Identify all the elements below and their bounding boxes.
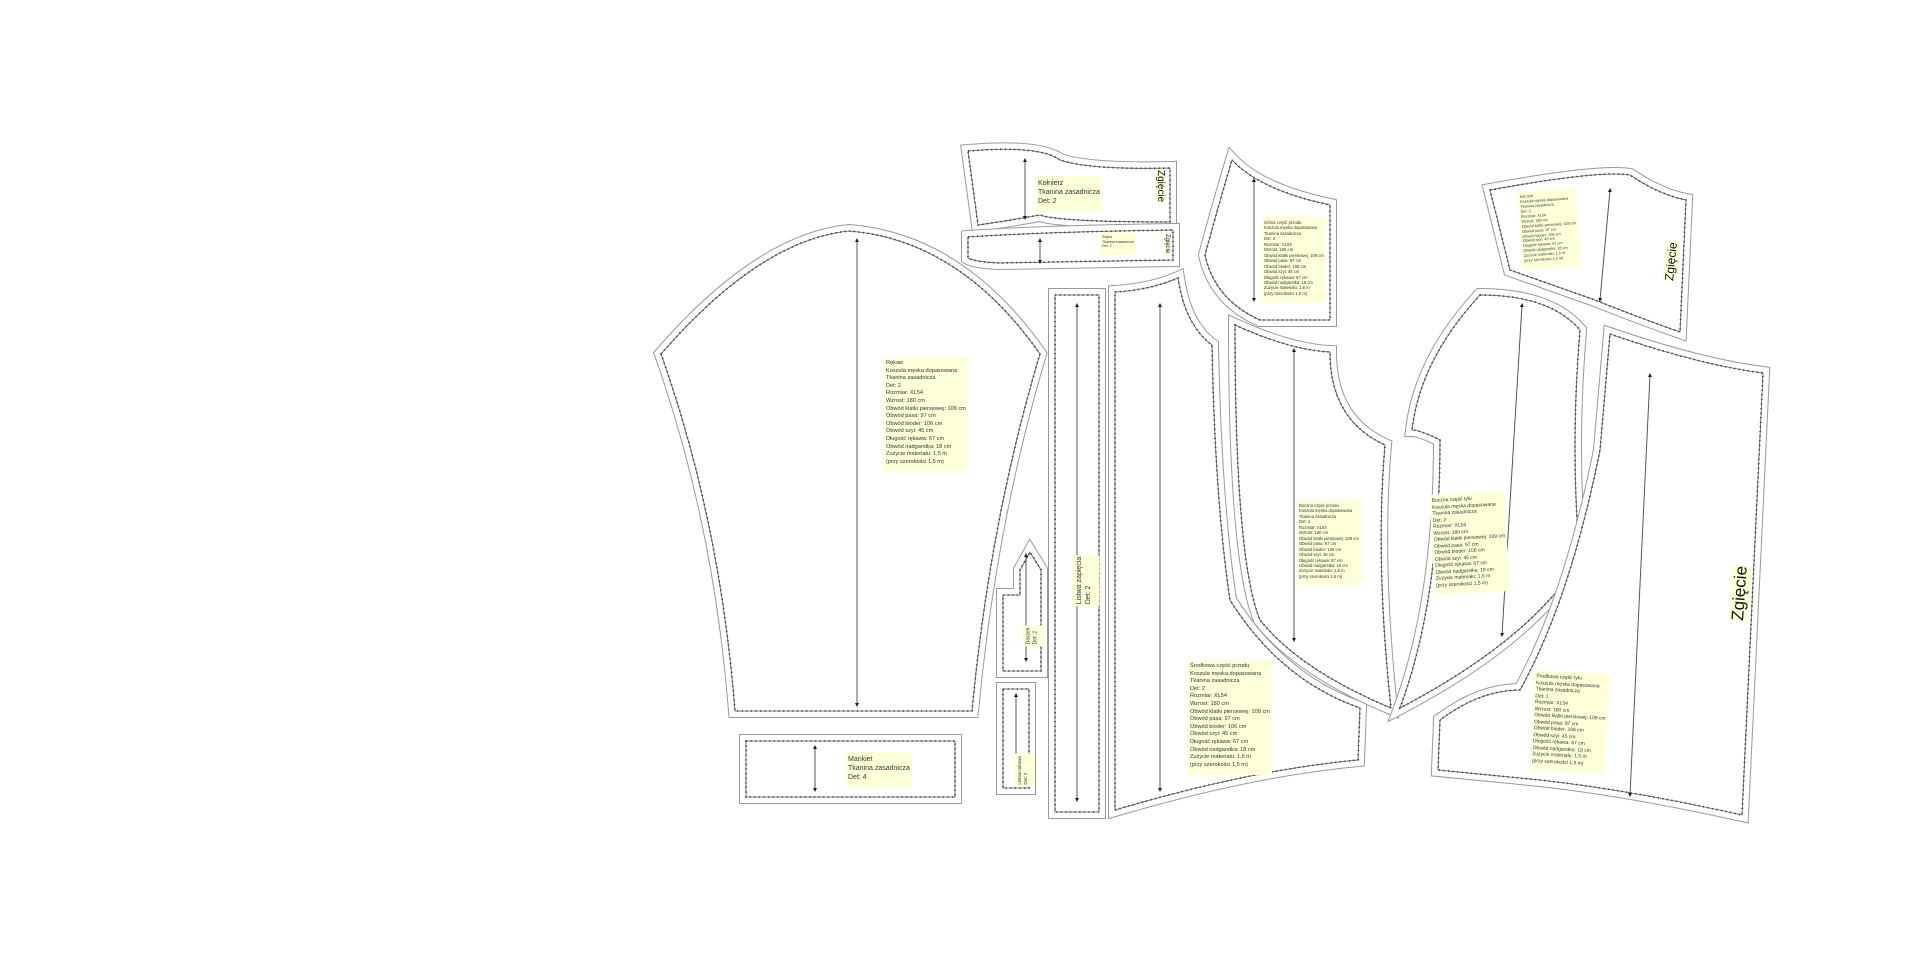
grainline-back-center [1628, 373, 1652, 797]
label-line: Obwód pasa: 97 cm [886, 413, 936, 420]
label-line: Det: 4 [848, 774, 867, 781]
label-line: Obwód klatki piersiowej: 109 cm [1264, 252, 1324, 258]
label-line: Obwód szyi: 45 cm [1264, 269, 1300, 275]
label-line: Det: 2 [886, 382, 901, 389]
label-line: Zużycie materiału: 1,5 m [1190, 754, 1251, 761]
piece-name: Boczna część przodu [1299, 503, 1339, 508]
piece-name: Listwa rękawa [1016, 756, 1022, 785]
fold-label-back: Zgięcie [1728, 565, 1752, 622]
back-center-piece [1430, 324, 1771, 824]
label-line: Wzrost: 180 cm [1299, 530, 1329, 536]
label-line: Det: 2 [1085, 585, 1093, 605]
label-line: Det: 2 [1299, 519, 1311, 525]
collar-stand-piece [961, 222, 1180, 271]
fold-label-collar: Zgięcie [1155, 170, 1166, 203]
label-line: Zużycie materiału: 1,5 m [1264, 285, 1310, 291]
label-line: Obwód szyi: 45 cm [886, 428, 934, 435]
label-line: Obwód nadgarstka: 18 cm [1190, 746, 1256, 753]
label-line: Koszula męska dopasowana [1299, 508, 1353, 514]
piece-name: Rękaw [886, 360, 904, 366]
piece-name: Daszek [1025, 627, 1032, 645]
label-line: Obwód bioder: 106 cm [1264, 263, 1307, 269]
label-line: Det: 2 [1038, 198, 1057, 205]
label-line: Długość rękawa: 67 cm [1190, 738, 1249, 745]
label-line: Det: 2 [1031, 631, 1038, 645]
label-line: Długość rękawa: 67 cm [1264, 274, 1308, 280]
label-line: Wzrost: 180 cm [1190, 700, 1229, 707]
label-line: (przy szerokości 1,5 m) [1299, 573, 1343, 579]
label-line: Tkanina zasadnicza [1038, 189, 1100, 196]
label-line: Obwód pasa: 97 cm [1299, 541, 1337, 547]
label-line: Wzrost: 180 cm [886, 397, 925, 404]
label-line: Długość rękawa: 67 cm [1299, 557, 1343, 563]
front-center-piece [1108, 267, 1368, 820]
sleeve-piece [653, 223, 1048, 718]
grainline-yoke [1598, 188, 1612, 302]
label-line: Tkanina zasadnicza [1102, 239, 1134, 244]
label-line: Det: 2 [1102, 244, 1112, 249]
label-line: Obwód bioder: 106 cm [1190, 723, 1247, 730]
label-line: Obwód szyi: 45 cm [1299, 552, 1335, 558]
label-line: Obwód bioder: 106 cm [886, 420, 943, 427]
label-line: Obwód pasa: 97 cm [1264, 258, 1302, 264]
label-line: Obwód nadgarstka: 18 cm [1264, 279, 1313, 285]
piece-name: Górna część przodu [1264, 220, 1302, 225]
label-line: Zużycie materiału: 1,5 m [886, 451, 947, 458]
piece-name: Środkowa część przodu [1190, 663, 1250, 669]
label-line: Obwód szyi: 45 cm [1190, 731, 1238, 738]
label-line: Koszula męska dopasowana [1190, 670, 1262, 677]
label-line: Rozmiar: XL54 [886, 390, 923, 397]
label-line: Det: 2 [1190, 685, 1205, 692]
label-line: Tkanina zasadnicza [848, 765, 910, 772]
label-line: Tkanina zasadnicza [1190, 678, 1240, 685]
fold-label-stand: Zgięcie [1164, 234, 1170, 254]
label-line: Obwód bioder: 106 cm [1299, 546, 1342, 552]
label-line: Wzrost: 180 cm [1264, 247, 1294, 253]
label-line: Obwód klatki piersiowej: 109 cm [1190, 708, 1270, 715]
label-line: (przy szerokości 1,5 m) [886, 458, 944, 465]
piece-name: Listwa zapięcia [1076, 556, 1084, 605]
label-line: Obwód nadgarstka: 18 cm [1299, 562, 1348, 568]
label-line: Tkanina zasadnicza [886, 375, 936, 382]
piece-name: Mankiet [848, 756, 873, 763]
label-line: Zużycie materiału: 1,5 m [1299, 568, 1345, 574]
piece-name: Stójka [1102, 235, 1112, 239]
label-line: Rozmiar: XL54 [1299, 524, 1327, 530]
label-line: Obwód klatki piersiowej: 109 cm [1299, 535, 1359, 541]
label-line: Det: 2 [1264, 236, 1276, 242]
label-line: Tkanina zasadnicza [1299, 513, 1337, 519]
sleeve-placket-top-piece [996, 538, 1048, 678]
label-line: Tkanina zasadnicza [1264, 230, 1302, 236]
label-line: Det: 2 [1022, 772, 1028, 785]
piece-name: Kołnierz [1038, 180, 1064, 187]
label-line: Rozmiar: XL54 [1190, 693, 1227, 700]
label-line: Obwód pasa: 97 cm [1190, 716, 1240, 723]
label-line: Długość rękawa: 67 cm [886, 435, 945, 442]
label-line: Koszula męska dopasowana [886, 367, 958, 374]
label-line: (przy szerokości 1,5 m) [1264, 290, 1308, 296]
sleeve-placket-piece [996, 682, 1036, 795]
label-line: Koszula męska dopasowana [1264, 225, 1318, 231]
label-line: (przy szerokości 1,5 m) [1190, 761, 1248, 768]
label-line: Obwód nadgarstka: 18 cm [886, 443, 952, 450]
label-line: Rozmiar: XL54 [1264, 241, 1292, 247]
label-line: Obwód klatki piersiowej: 109 cm [886, 405, 966, 412]
